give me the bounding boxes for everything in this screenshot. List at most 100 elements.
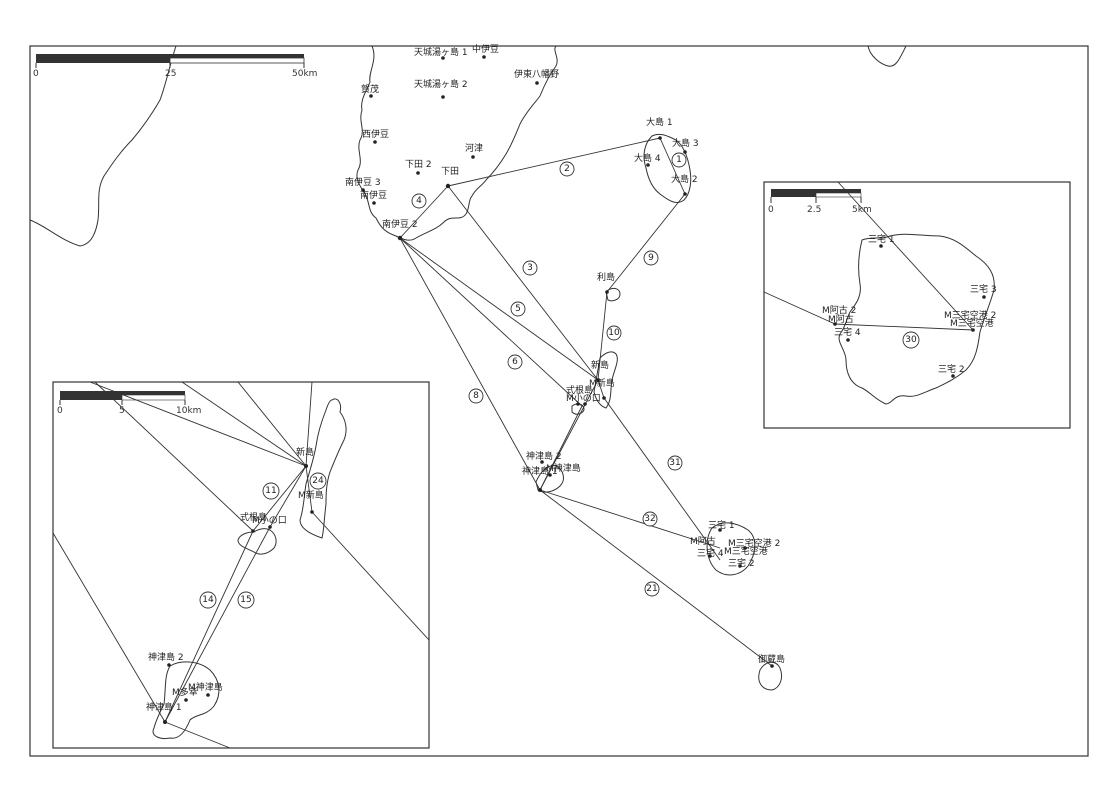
scale-label-50km: 50km — [292, 69, 317, 79]
inset2-scale-label-0: 0 — [57, 406, 63, 416]
svg-text:11: 11 — [265, 486, 276, 496]
inset2-label-kozushima1: 神津島 1 — [146, 701, 182, 713]
svg-text:5: 5 — [515, 304, 521, 314]
inset-label-miyake2: 三宅 2 — [938, 363, 965, 375]
inset-label-m-ako2: M阿古 2 — [822, 304, 856, 316]
inset-label-miyake1: 三宅 1 — [868, 233, 895, 245]
sagami-coast — [867, 45, 907, 67]
inset2-label-m-kozushima: M神津島 — [188, 681, 223, 693]
label-oshima1: 大島 1 — [646, 116, 673, 128]
label-m-niijima: M新島 — [589, 377, 615, 389]
inset2-label-niijima: 新島 — [296, 446, 314, 458]
kozushima-inset-coast — [152, 661, 220, 739]
label-nakaizu: 中伊豆 — [472, 43, 499, 55]
svg-text:9: 9 — [648, 253, 654, 263]
inset-label-m-ako: M阿古 — [828, 313, 854, 325]
inset2-label-shikinejima: 式根島 — [240, 511, 267, 523]
label-toshima: 利島 — [597, 271, 615, 283]
label-miyake2: 三宅 2 — [728, 557, 755, 569]
svg-text:15: 15 — [240, 595, 251, 605]
inset2-label-m-konokuchi: M小の口 — [252, 515, 287, 526]
route-number-9: 9 — [643, 250, 659, 266]
niijima-island — [593, 351, 618, 409]
route-number-11: 11 — [262, 482, 280, 500]
izu-mainland-coast-west — [29, 45, 177, 247]
route-number-4: 4 — [411, 193, 427, 209]
svg-text:14: 14 — [202, 595, 214, 605]
route-number-2: 2 — [559, 161, 575, 177]
route-number-5: 5 — [510, 301, 526, 317]
inset-label-m-miyake-airport2: M三宅空港 2 — [944, 309, 996, 321]
label-minamiizu2: 南伊豆 2 — [382, 218, 418, 230]
route-number-31: 31 — [667, 455, 683, 471]
label-m-miyake-airport2: M三宅空港 2 — [728, 537, 780, 549]
svg-text:6: 6 — [512, 357, 518, 367]
izu-peninsula-west-coast — [356, 45, 417, 241]
route-number-3: 3 — [522, 260, 538, 276]
label-mikurajima: 御蔵島 — [758, 653, 785, 665]
label-shimoda2: 下田 2 — [405, 159, 432, 170]
label-kamo: 賀茂 — [361, 83, 379, 95]
scale-label-0: 0 — [33, 69, 39, 79]
inset-label-miyake3: 三宅 3 — [970, 283, 997, 295]
route-number-14: 14 — [199, 591, 217, 609]
mikurajima-island — [758, 661, 783, 691]
label-m-ako: M阿古 — [690, 535, 716, 547]
inset2-label-m-tako: M多幸 — [172, 686, 198, 698]
label-amagi1: 天城湯ヶ島 1 — [414, 46, 468, 58]
izu-peninsula-east-coast — [415, 45, 558, 239]
svg-text:31: 31 — [669, 458, 680, 468]
scale-label-25: 25 — [165, 69, 176, 79]
label-kozushima1: 神津島 1 — [522, 465, 558, 477]
svg-text:24: 24 — [312, 476, 324, 486]
inset2-label-m-niijima: M新島 — [298, 489, 324, 501]
inset2-scale-label-5: 5 — [119, 406, 125, 416]
niijima-inset-coast — [299, 398, 347, 539]
label-miyake1: 三宅 1 — [708, 519, 735, 531]
label-shikinejima: 式根島 — [566, 384, 593, 396]
route-number-21: 21 — [644, 581, 660, 597]
svg-text:21: 21 — [646, 584, 657, 594]
inset-label-miyake4: 三宅 4 — [834, 326, 861, 338]
inset2-label-kozushima2: 神津島 2 — [148, 651, 184, 663]
inset-scale-label-0: 0 — [768, 205, 774, 215]
main-scale-bar: 0 25 50km — [33, 54, 317, 79]
label-m-miyake-airport: M三宅空港 — [724, 545, 768, 557]
route-number-24: 24 — [309, 472, 327, 490]
svg-text:10: 10 — [608, 328, 620, 338]
route-number-8: 8 — [468, 388, 484, 404]
svg-text:3: 3 — [527, 263, 533, 273]
inset2-scale-label-10km: 10km — [176, 406, 201, 416]
station-points — [361, 55, 774, 668]
route-number-30: 30 — [902, 331, 920, 349]
route-number-32: 32 — [642, 511, 658, 527]
label-m-kozushima: M神津島 — [546, 462, 581, 474]
label-oshima3: 大島 3 — [672, 137, 699, 149]
label-shimoda: 下田 — [441, 166, 459, 177]
svg-text:4: 4 — [416, 196, 422, 206]
miyakejima-island — [706, 522, 756, 576]
svg-text:30: 30 — [905, 335, 917, 345]
label-oshima4: 大島 4 — [634, 152, 661, 164]
miyakejima-inset-coast — [838, 233, 995, 405]
oshima-island — [643, 133, 692, 203]
svg-text:8: 8 — [473, 391, 479, 401]
place-labels: 天城湯ヶ島 1 中伊豆 天城湯ヶ島 2 伊東八幡野 賀茂 西伊豆 河津 下田 2… — [345, 43, 785, 665]
route-number-15: 15 — [237, 591, 255, 609]
toshima-island — [605, 287, 621, 302]
label-minamiizu: 南伊豆 — [360, 189, 387, 201]
label-kawazu: 河津 — [465, 142, 483, 154]
label-kozushima2: 神津島 2 — [526, 450, 562, 462]
niijima-kozushima-inset: 0 5 10km 新島 M新島 式根島 M小の口 神津島 2 M神津島 M多幸 — [52, 381, 430, 749]
route-number-6: 6 — [507, 354, 523, 370]
label-minamiizu3: 南伊豆 3 — [345, 176, 381, 188]
label-m-konokuchi: M小の口 — [566, 393, 601, 404]
inset-scale-label-5km: 5km — [852, 205, 872, 215]
svg-text:1: 1 — [676, 155, 682, 165]
miyakejima-inset: 0 2.5 5km 三宅 1 三宅 3 M阿古 2 M阿古 M三宅空港 2 M三… — [763, 181, 1071, 429]
label-amagi2: 天城湯ヶ島 2 — [414, 78, 468, 90]
route-number-1: 1 — [671, 152, 687, 168]
svg-text:2: 2 — [564, 164, 570, 174]
svg-text:32: 32 — [644, 514, 655, 524]
